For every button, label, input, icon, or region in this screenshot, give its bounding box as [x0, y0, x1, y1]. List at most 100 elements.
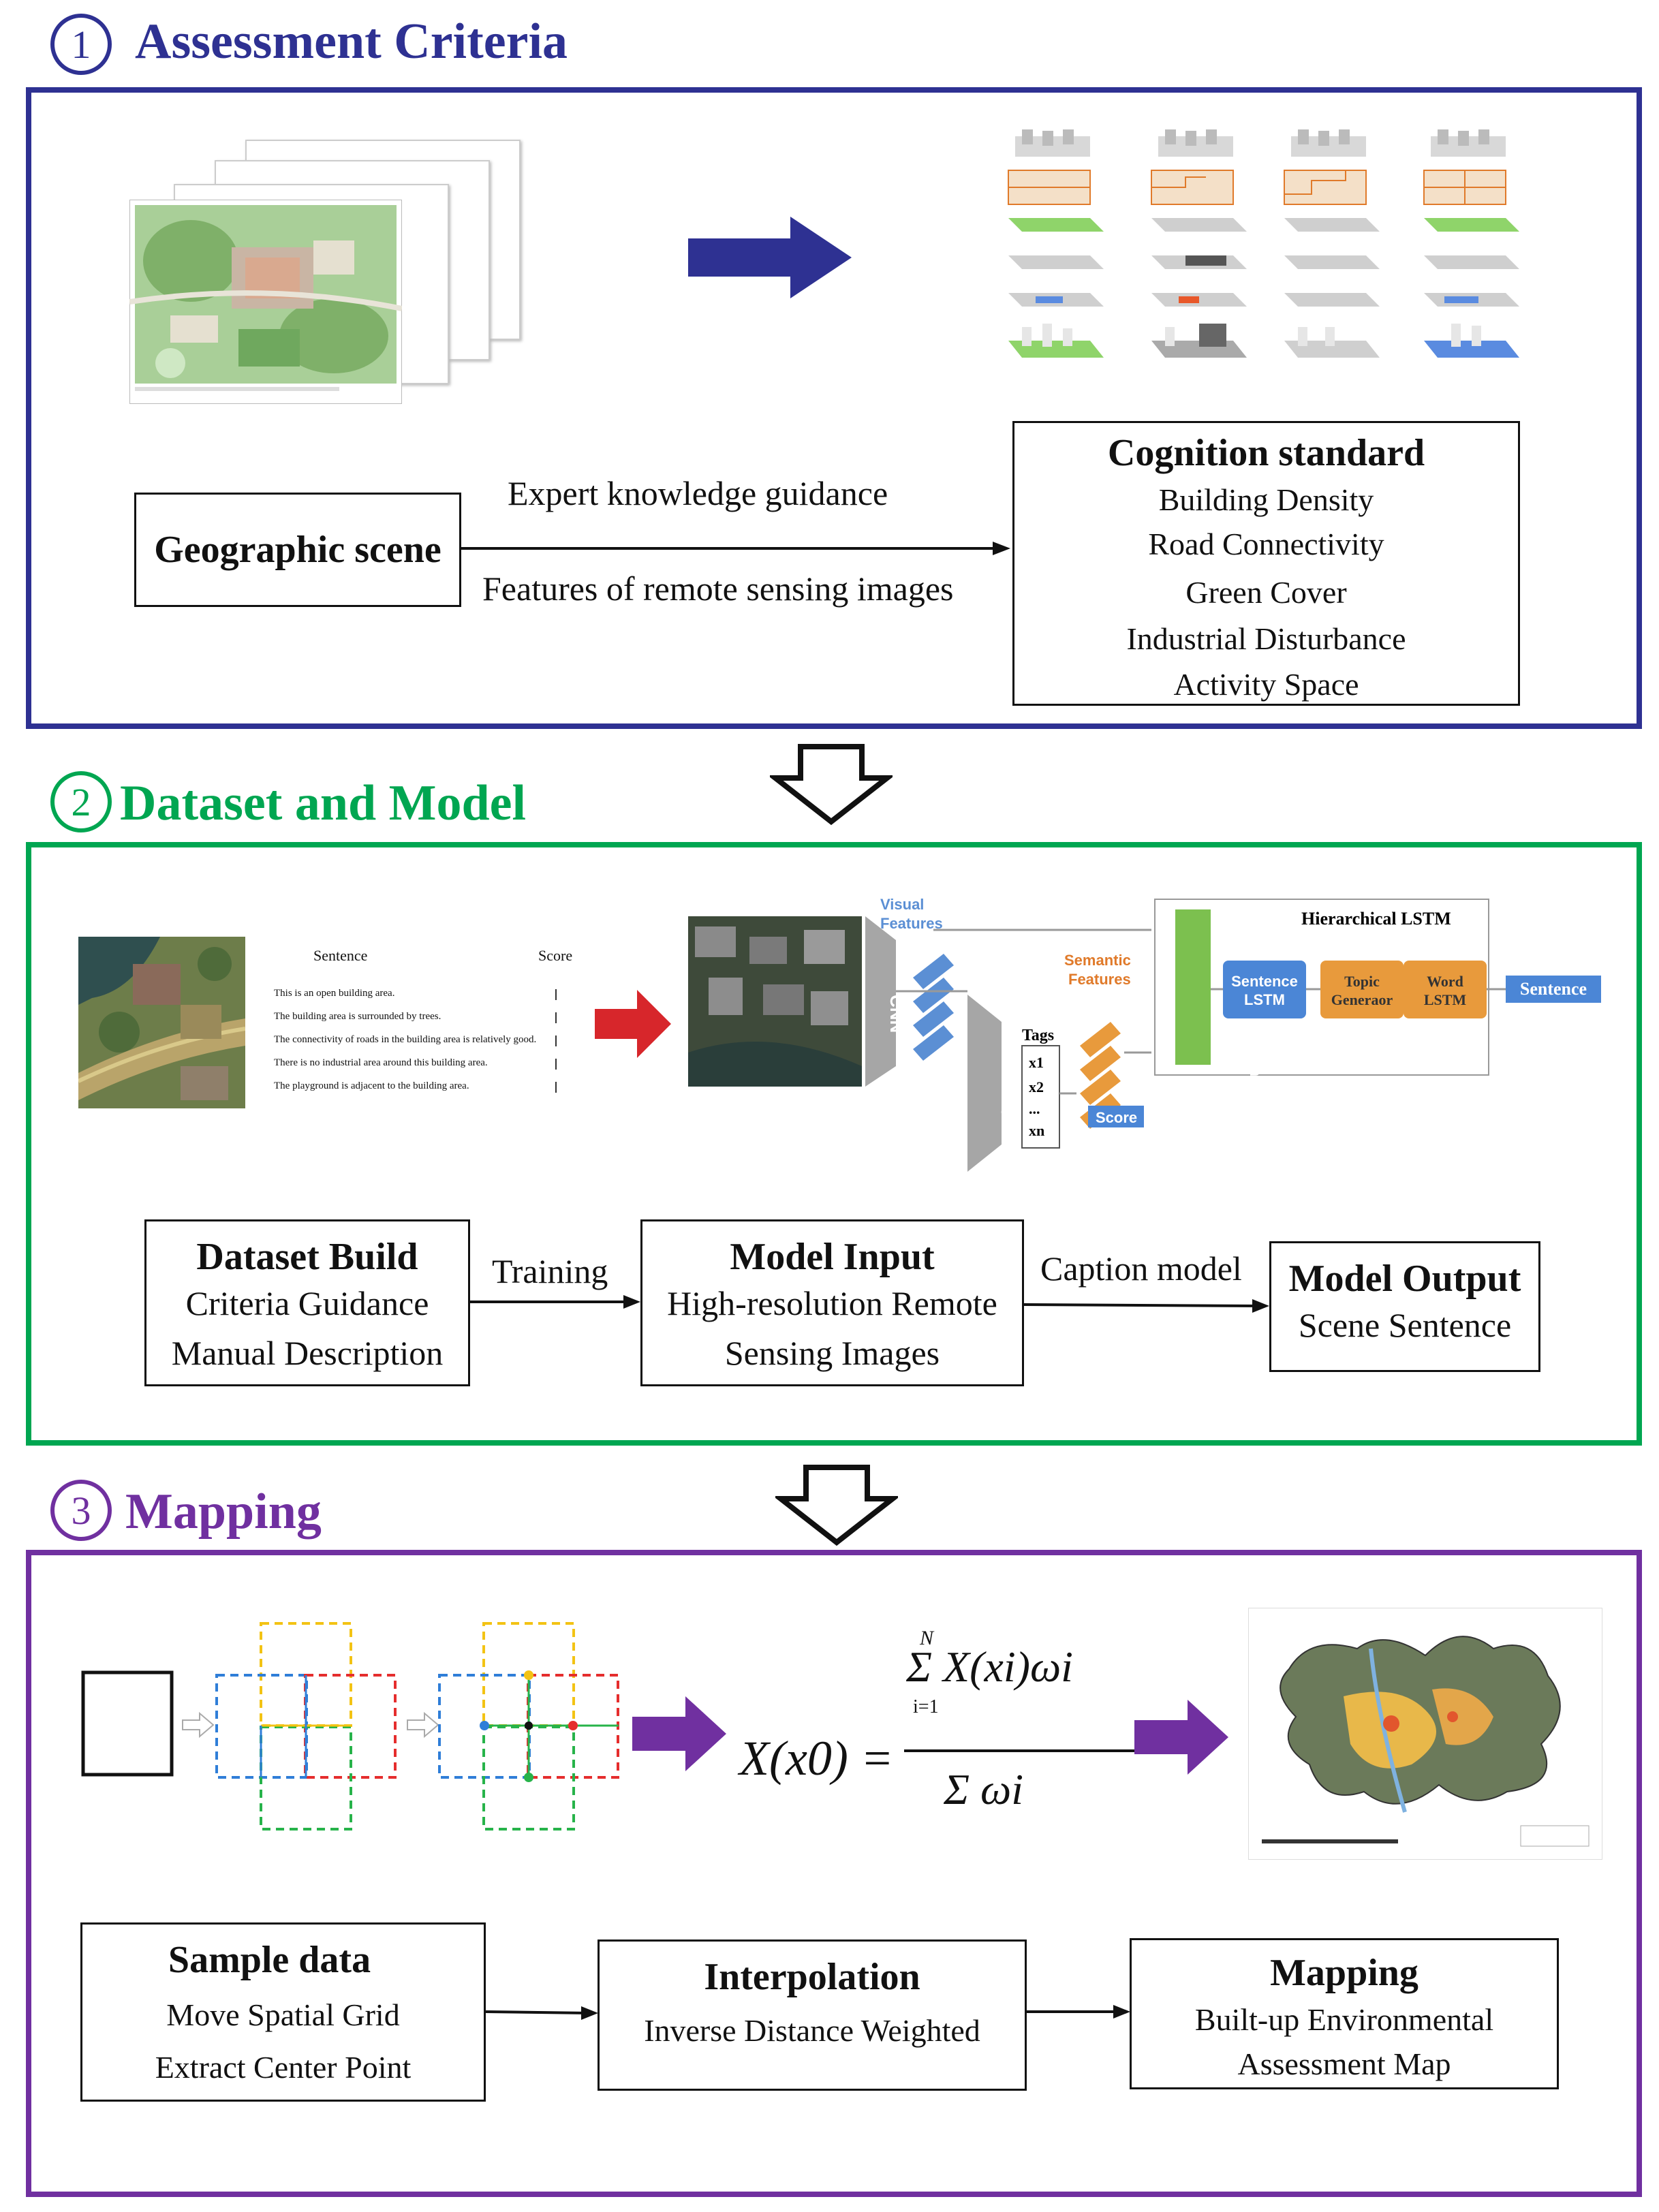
section-1-number-badge: 1 — [50, 14, 112, 75]
section-2-title: Dataset and Model — [120, 775, 527, 831]
mapping-box: Mapping Built-up Environmental Assessmen… — [1130, 1938, 1559, 2089]
cognition-item-road-connectivity: Road Connectivity — [1148, 527, 1384, 562]
dataset-build-box: Dataset Build Criteria Guidance Manual D… — [144, 1219, 470, 1386]
dataset-build-title: Dataset Build — [196, 1236, 418, 1278]
geographic-scene-box: Geographic scene — [134, 493, 461, 607]
extract-center-point-label: Extract Center Point — [155, 2050, 412, 2085]
sentence-score-table: Sentence Score This is an open building … — [259, 940, 586, 1110]
geo-to-cognition-arrow — [461, 542, 1010, 555]
section-3-arrow-right-2 — [1134, 1700, 1228, 1775]
sample-to-interp-arrow — [486, 2006, 598, 2020]
interpolation-box: Interpolation Inverse Distance Weighted — [598, 1940, 1027, 2091]
caption-model-arrow — [1024, 1299, 1269, 1313]
mapping-box-title: Mapping — [1270, 1952, 1418, 1994]
model-output-box: Model Output Scene Sentence — [1269, 1241, 1540, 1372]
training-arrow — [470, 1295, 640, 1309]
section-2-number: 2 — [71, 779, 91, 824]
section-3-frame — [26, 1550, 1642, 2197]
visual-features-label-2: Features — [880, 915, 943, 932]
sentence-output-label: Sentence — [1519, 979, 1587, 999]
assessment-map-label: Assessment Map — [1237, 2046, 1451, 2082]
section-3-number-badge: 3 — [50, 1480, 112, 1541]
tag-x2: x2 — [1029, 1078, 1044, 1095]
cognition-item-building-density: Building Density — [1158, 482, 1374, 518]
interpolation-title: Interpolation — [704, 1956, 920, 1998]
table-header-sentence: Sentence — [313, 947, 368, 964]
manual-description-label: Manual Description — [171, 1333, 444, 1372]
sentence-lstm-label-1: Sentence — [1231, 973, 1298, 990]
remote-sensing-features-label: Features of remote sensing images — [482, 570, 954, 608]
caption-model-architecture: CNN Visual Features MLC Tags x1 x2 ... x… — [688, 896, 1513, 1172]
table-header-score: Score — [538, 947, 573, 964]
table-sentence-3: The connectivity of roads in the buildin… — [274, 1034, 537, 1045]
built-up-env-label: Built-up Environmental — [1194, 2002, 1494, 2038]
sentence-output-tag: Sentence — [1506, 976, 1601, 1003]
expert-knowledge-label: Expert knowledge guidance — [508, 474, 888, 512]
criteria-guidance-label: Criteria Guidance — [185, 1284, 429, 1323]
cognition-standard-title: Cognition standard — [1107, 432, 1425, 474]
scene-plan-image — [129, 200, 402, 404]
formula-lower-index: i=1 — [913, 1696, 939, 1717]
sentence-lstm-label-2: LSTM — [1244, 991, 1285, 1008]
section-1-title: Assessment Criteria — [135, 14, 568, 69]
mlc-label: MLC — [997, 1080, 1018, 1119]
dataset-aerial-image — [78, 937, 245, 1108]
sensing-images-label: Sensing Images — [724, 1333, 940, 1372]
section-3-title: Mapping — [125, 1484, 322, 1540]
criteria-layer-illustrations — [1008, 129, 1519, 358]
table-sentence-1: This is an open building area. — [274, 988, 395, 999]
idw-formula: X(x0) = Σ X(xi)ωi N i=1 Σ ωi — [739, 1627, 1177, 1833]
tags-label: Tags — [1022, 1027, 1054, 1044]
word-lstm-label-2: LSTM — [1424, 991, 1467, 1008]
geographic-scene-label: Geographic scene — [154, 528, 441, 571]
section-1-number: 1 — [71, 22, 91, 67]
visual-features-label-1: Visual — [880, 896, 924, 913]
satellite-input-image — [688, 916, 862, 1087]
score-label: Score — [1096, 1109, 1137, 1126]
cognition-item-industrial-disturbance: Industrial Disturbance — [1126, 621, 1406, 657]
table-sentence-5: The playground is adjacent to the buildi… — [274, 1080, 469, 1091]
cognition-item-green-cover: Green Cover — [1185, 574, 1347, 610]
training-label: Training — [492, 1252, 608, 1290]
scene-sentence-label: Scene Sentence — [1298, 1306, 1512, 1345]
down-arrow-2-to-3 — [775, 1465, 898, 1546]
hierarchical-lstm-label: Hierarchical LSTM — [1301, 909, 1451, 929]
idw-label: Inverse Distance Weighted — [644, 2013, 980, 2049]
interp-to-mapping-arrow — [1027, 2005, 1130, 2019]
section-2-frame — [26, 842, 1642, 1446]
model-input-title: Model Input — [730, 1236, 935, 1278]
table-sentence-2: The building area is surrounded by trees… — [274, 1011, 441, 1022]
topic-generator-label-2: Generaor — [1331, 991, 1393, 1008]
tag-x1: x1 — [1029, 1054, 1044, 1071]
formula-lhs: X(x0) = — [739, 1731, 894, 1786]
semantic-features-label-1: Semantic — [1064, 952, 1131, 969]
formula-upper-n: N — [920, 1627, 934, 1649]
down-arrow-1-to-2 — [770, 744, 893, 826]
section-1-frame — [26, 87, 1642, 729]
assessment-map-image — [1248, 1608, 1602, 1860]
tag-dots: ... — [1029, 1100, 1040, 1117]
tag-xn: xn — [1029, 1122, 1044, 1139]
table-sentence-4: There is no industrial area around this … — [274, 1057, 488, 1068]
cognition-standard-box: Cognition standard Building Density Road… — [1012, 421, 1520, 706]
model-output-title: Model Output — [1288, 1258, 1521, 1300]
spatial-grid-illustration — [81, 1622, 619, 1831]
cnn-label: CNN — [886, 995, 907, 1033]
move-spatial-grid-label: Move Spatial Grid — [166, 1997, 400, 2033]
formula-numerator: Σ X(xi)ωi — [906, 1642, 1073, 1691]
section-2-arrow-right — [595, 990, 671, 1058]
visual-feature-bars — [913, 954, 954, 1061]
semantic-features-label-2: Features — [1068, 971, 1131, 988]
section-3-arrow-right-1 — [632, 1696, 726, 1771]
section-3-number: 3 — [71, 1488, 91, 1533]
word-lstm-label-1: Word — [1427, 973, 1463, 990]
section-2-number-badge: 2 — [50, 771, 112, 832]
section-1-arrow-right — [688, 217, 852, 298]
model-input-box: Model Input High-resolution Remote Sensi… — [640, 1219, 1024, 1386]
caption-model-label: Caption model — [1040, 1249, 1242, 1288]
topic-generator-label-1: Topic — [1344, 973, 1380, 990]
formula-denominator: Σ ωi — [944, 1765, 1023, 1813]
cognition-item-activity-space: Activity Space — [1173, 667, 1359, 702]
sample-data-box: Sample data Move Spatial Grid Extract Ce… — [80, 1922, 486, 2102]
high-res-label: High-resolution Remote — [667, 1284, 997, 1323]
